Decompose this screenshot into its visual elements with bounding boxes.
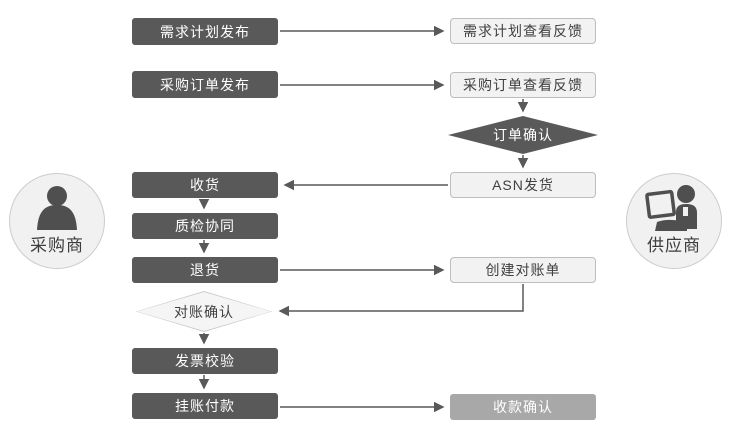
supplier-label: 供应商 bbox=[647, 236, 701, 255]
reconciliation-confirm-label: 对账确认 bbox=[174, 303, 234, 320]
node-receipt-confirm: 收款确认 bbox=[450, 394, 596, 420]
node-po-publish: 采购订单发布 bbox=[132, 71, 278, 98]
node-quality-collab: 质检协同 bbox=[132, 213, 278, 239]
node-receive-goods: 收货 bbox=[132, 172, 278, 198]
node-reconciliation-confirm-diamond: 对账确认 bbox=[136, 291, 272, 332]
purchaser-label: 采购商 bbox=[30, 236, 84, 255]
node-demand-plan-feedback: 需求计划查看反馈 bbox=[450, 18, 596, 44]
node-po-feedback: 采购订单查看反馈 bbox=[450, 72, 596, 98]
purchaser-person-icon bbox=[10, 184, 104, 230]
node-demand-plan-publish: 需求计划发布 bbox=[132, 18, 278, 45]
node-book-payment: 挂账付款 bbox=[132, 393, 278, 419]
actor-supplier: 供应商 bbox=[626, 173, 722, 269]
node-asn-ship: ASN发货 bbox=[450, 172, 596, 198]
supplier-laptop-person-icon bbox=[627, 184, 721, 232]
node-order-confirm-diamond: 订单确认 bbox=[448, 116, 598, 154]
order-confirm-label: 订单确认 bbox=[493, 127, 553, 143]
node-return-goods: 退货 bbox=[132, 257, 278, 283]
node-create-statement: 创建对账单 bbox=[450, 257, 596, 283]
actor-purchaser: 采购商 bbox=[9, 173, 105, 269]
node-invoice-verify: 发票校验 bbox=[132, 348, 278, 374]
